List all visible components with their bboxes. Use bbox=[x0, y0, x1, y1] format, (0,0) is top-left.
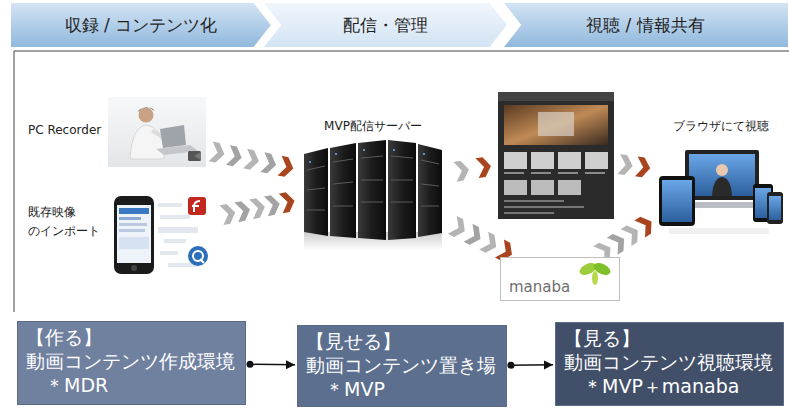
chevron-arrow bbox=[209, 142, 296, 179]
source-label: 既存映像 のインポート bbox=[28, 203, 106, 241]
manaba-box: manaba bbox=[500, 257, 620, 301]
flow-line bbox=[246, 360, 295, 369]
box-text: 動画コンテンツ作成環境 bbox=[26, 350, 237, 374]
role-box: 【見る】動画コンテンツ視聴環境＊MVP＋manaba bbox=[555, 322, 784, 406]
import-source: 既存映像 のインポート bbox=[28, 193, 218, 277]
chevron-arrow bbox=[220, 191, 297, 225]
role-box: 【見せる】動画コンテンツ置き場＊MVP bbox=[297, 325, 507, 407]
box-heading: 【作る】 bbox=[26, 326, 237, 350]
flow-line bbox=[507, 360, 553, 369]
chevron-arrow bbox=[593, 213, 657, 263]
leaf-logo bbox=[575, 260, 615, 286]
frame-line bbox=[14, 51, 789, 52]
source-illustration bbox=[108, 97, 206, 167]
node-illustration bbox=[655, 146, 787, 238]
node-illustration bbox=[298, 140, 448, 252]
source-illustration bbox=[108, 193, 218, 277]
server-node: MVP配信サーバー bbox=[298, 118, 448, 252]
box-heading: 【見る】 bbox=[564, 327, 775, 351]
chevron-arrow bbox=[453, 156, 492, 182]
box-heading: 【見せる】 bbox=[306, 330, 498, 354]
box-text: ＊MVP bbox=[306, 378, 498, 402]
role-box: 【作る】動画コンテンツ作成環境＊MDR bbox=[17, 321, 246, 405]
viewer-devices: ブラウザにて視聴 bbox=[655, 118, 787, 238]
source-label: PC Recorder bbox=[28, 121, 108, 140]
portal-screenshot bbox=[498, 92, 614, 219]
frame-line bbox=[14, 51, 15, 312]
phase-band: 視聴 / 情報共有 bbox=[502, 2, 789, 48]
box-text: 動画コンテンツ置き場 bbox=[306, 354, 498, 378]
phase-band: 配信・管理 bbox=[262, 2, 508, 48]
node-label: MVP配信サーバー bbox=[298, 118, 448, 134]
logo-text: manaba bbox=[509, 278, 570, 296]
box-text: ＊MDR bbox=[26, 374, 237, 398]
phase-band: 収録 / コンテンツ化 bbox=[10, 2, 272, 48]
phase-label: 配信・管理 bbox=[343, 14, 428, 37]
node-label: ブラウザにて視聴 bbox=[655, 118, 787, 134]
portal-screen bbox=[498, 92, 614, 219]
recorder-source: PC Recorder bbox=[28, 97, 206, 167]
phase-label: 収録 / コンテンツ化 bbox=[65, 14, 218, 37]
phase-label: 視聴 / 情報共有 bbox=[586, 14, 705, 37]
chevron-arrow bbox=[617, 154, 651, 178]
box-text: ＊MVP＋manaba bbox=[564, 375, 775, 399]
box-text: 動画コンテンツ視聴環境 bbox=[564, 351, 775, 375]
